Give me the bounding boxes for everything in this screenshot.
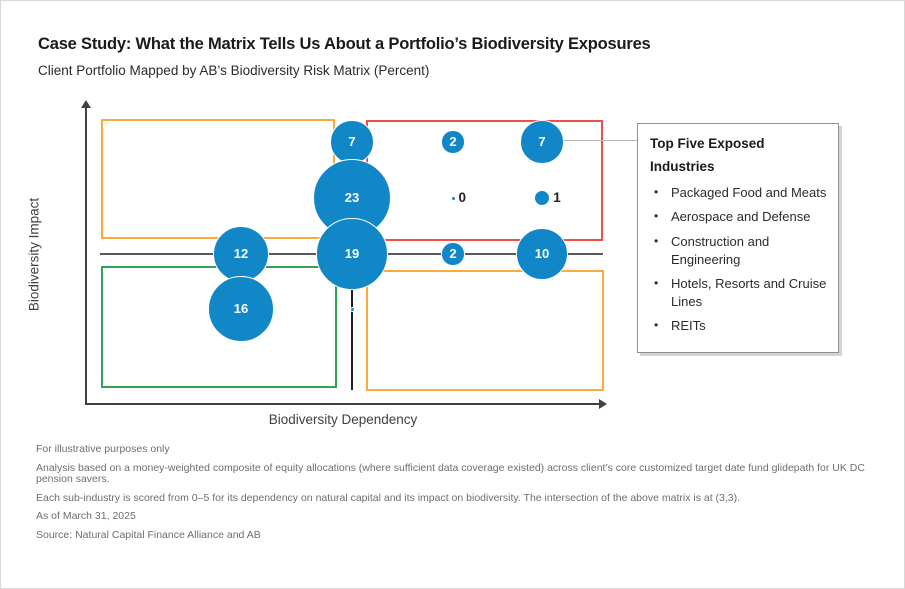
footnote-line: As of March 31, 2025 (36, 510, 136, 523)
footnote-line: Analysis based on a money-weighted compo… (36, 461, 865, 486)
quadrant-bottom-right (366, 270, 604, 391)
legend-title: Top Five Exposed Industries (650, 136, 765, 174)
data-bubble-2-2: 16 (208, 276, 274, 342)
bubble-outside-label: 1 (553, 190, 561, 205)
x-axis-line (85, 403, 601, 405)
data-bubble-5-5: 7 (520, 120, 564, 164)
legend-item: Hotels, Resorts and Cruise Lines (650, 275, 830, 310)
legend-list: Packaged Food and Meats Aerospace and De… (650, 184, 830, 335)
legend-item: Construction and Engineering (650, 233, 830, 268)
data-bubble-3-3: 19 (316, 218, 388, 290)
legend-item: Packaged Food and Meats (650, 184, 830, 202)
data-bubble-5-3: 10 (516, 228, 568, 280)
page-subtitle: Client Portfolio Mapped by AB’s Biodiver… (38, 63, 430, 78)
footnotes: For illustrative purposes only Analysis … (36, 443, 886, 548)
y-axis-arrow-icon (81, 100, 91, 108)
data-bubble-4-4 (450, 195, 456, 201)
y-axis-line (85, 107, 87, 405)
data-bubble-4-3: 2 (441, 242, 465, 266)
x-axis-arrow-icon (599, 399, 607, 409)
legend-item: REITs (650, 317, 830, 335)
footnote-line: For illustrative purposes only (36, 443, 170, 455)
footnote-line: Source: Natural Capital Finance Alliance… (36, 528, 261, 541)
data-bubble-5-4 (533, 189, 551, 207)
legend-item: Aerospace and Defense (650, 208, 830, 226)
data-bubble-3-5: 7 (330, 120, 374, 164)
data-bubble-2-3: 12 (212, 225, 270, 283)
page-title: Case Study: What the Matrix Tells Us Abo… (38, 35, 651, 53)
x-axis-label: Biodiversity Dependency (268, 412, 418, 427)
bubble-outside-label: 0 (458, 190, 467, 205)
legend-callout-line (559, 140, 637, 141)
footnote-line: Each sub-industry is scored from 0–5 for… (36, 491, 741, 504)
top-exposed-industries-panel: Top Five Exposed Industries Packaged Foo… (637, 123, 839, 353)
data-bubble-3-2 (349, 306, 355, 312)
data-bubble-4-5: 2 (441, 130, 465, 154)
biodiversity-matrix-chart: Biodiversity Impact Biodiversity Depende… (1, 1, 904, 441)
